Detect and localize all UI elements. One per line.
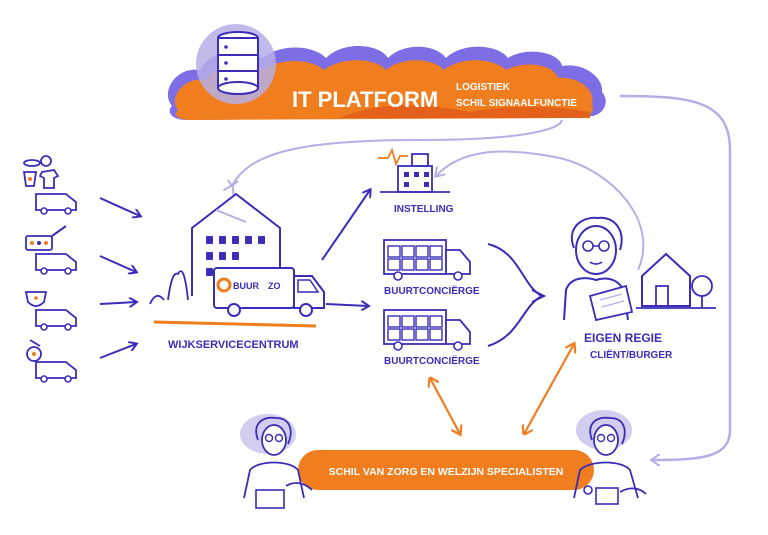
merge-arrow [487,243,543,347]
delivery-truck [213,267,325,317]
database-icon [196,24,276,104]
arrow-supply-2 [99,255,136,272]
arrow-supply-3 [99,302,136,304]
truck-brand-b: ZO [268,281,281,291]
service-center-building [149,192,281,305]
specialists-label: SCHIL VAN ZORG EN WELZIJN SPECIALISTEN [329,466,564,478]
client-person [563,216,634,322]
hospital-icon [378,147,450,193]
conciierge-label-1: BUURTCONCIËRGE [384,284,480,297]
platform-title: IT PLATFORM [292,87,438,112]
mobility-aids-icon [26,339,42,362]
client-subtitle: CLIËNT/BURGER [590,348,673,361]
specialist-person-left [240,414,313,509]
specialist-person-right [573,410,647,505]
loop-arrow-right [619,94,732,460]
supply-row-medicine [25,225,77,275]
arrow-to-conciierge [325,304,368,306]
supply-row-diapers [24,291,77,331]
platform-line1: LOGISTIEK [456,82,511,93]
instelling-label: INSTELLING [394,204,454,215]
specialists-bar [298,450,594,490]
platform-line2: SCHIL SIGNAALFUNCTIE [456,98,577,109]
loop-arrow-top-left [232,119,563,186]
center-underline [153,320,317,328]
center-label: WIJKSERVICECENTRUM [168,339,299,351]
loop-arrow-top-right [436,150,645,271]
client-title: EIGEN REGIE [584,331,662,345]
arrow-supply-4 [99,344,136,359]
conciierge-label-2: BUURTCONCIËRGE [384,354,480,367]
conciierge-truck-1 [383,239,471,281]
arrow-supply-1 [99,197,140,216]
house-icon [636,252,716,309]
medicine-icon [25,225,67,251]
diapers-icon [24,291,48,307]
arrow-specialists-client [524,344,574,434]
supply-row-mobility [26,339,77,383]
food-clothing-icon [22,155,60,189]
arrow-to-instelling [321,190,370,261]
truck-brand-a: BUUR [233,281,259,291]
it-platform-cloud [167,45,606,120]
supply-row-food [22,155,77,215]
arrow-conciierge-specialists [430,378,460,434]
conciierge-truck-2 [383,309,471,351]
